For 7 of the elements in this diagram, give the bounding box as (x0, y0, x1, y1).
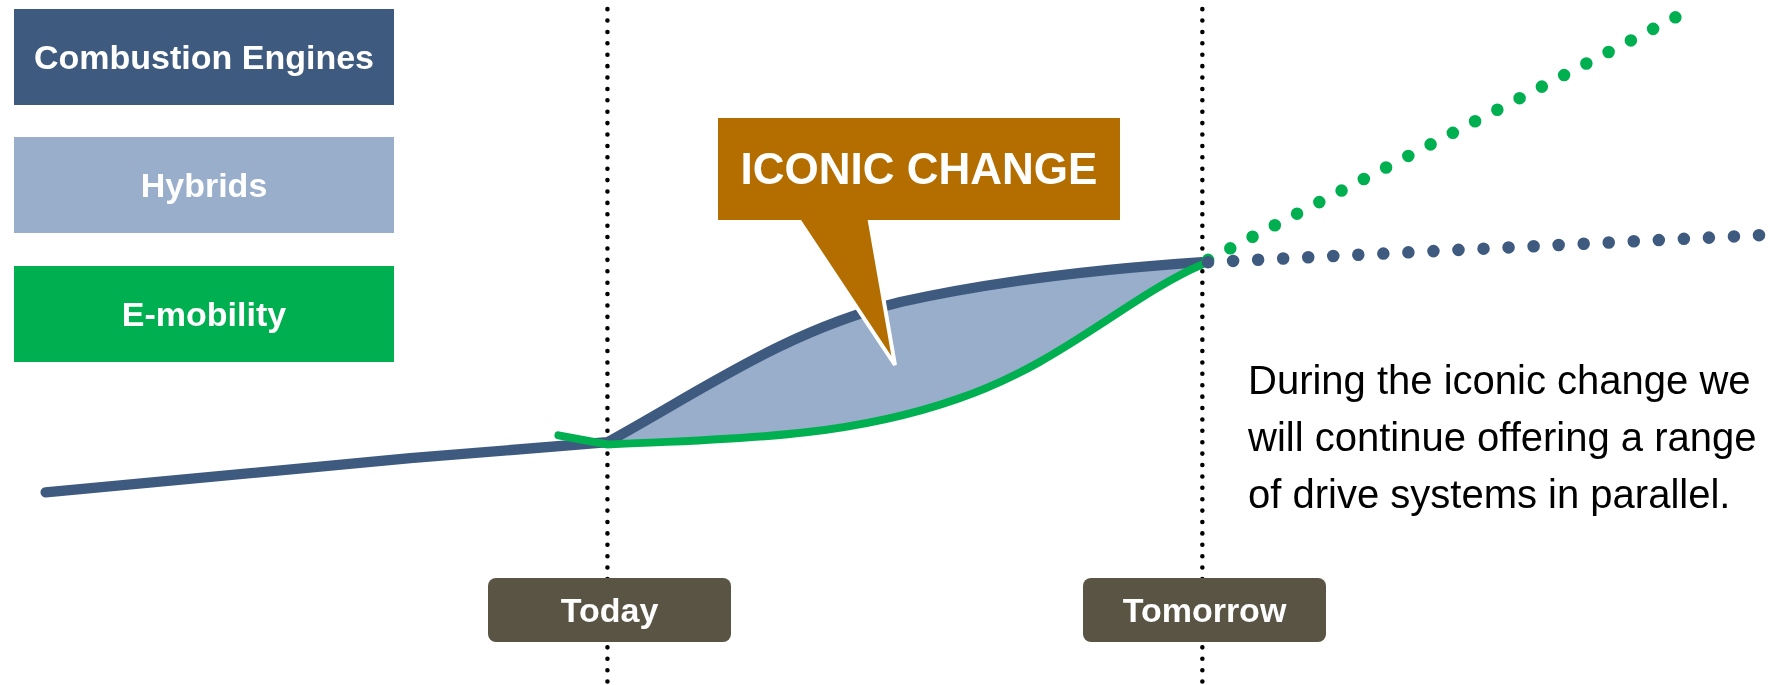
note-paragraph: During the iconic change we will continue offering a range of drive systems in parallel. (1248, 357, 1758, 518)
callout-text: ICONIC CHANGE (740, 144, 1098, 194)
timeline-tag: Today (488, 578, 731, 642)
timeline-tag: Tomorrow (1083, 578, 1326, 642)
legend-label: Hybrids (140, 165, 268, 205)
legend-label: E-mobility (121, 294, 287, 334)
legend-label: Combustion Engines (34, 37, 374, 77)
